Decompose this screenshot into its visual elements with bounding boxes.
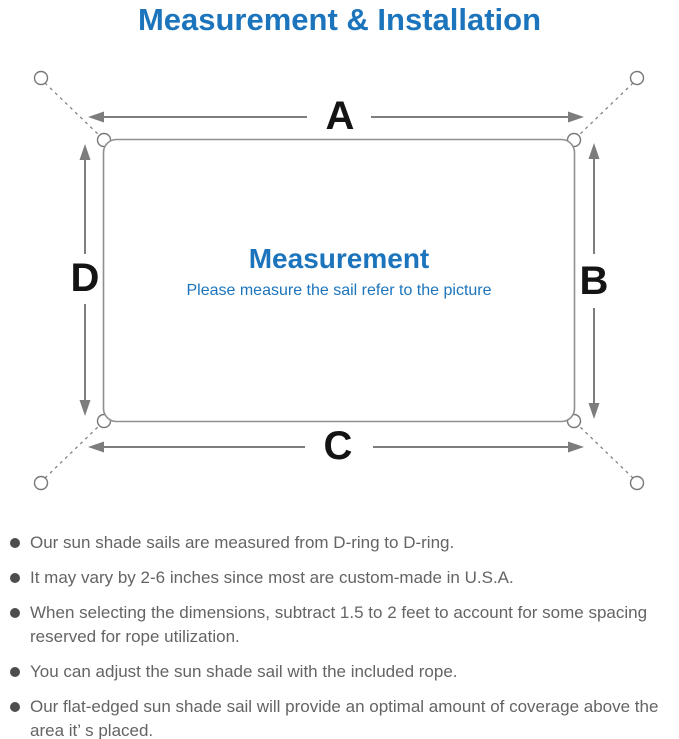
rope-line-bottom-left [44,422,103,479]
bullet-icon [10,702,20,712]
rope-line-top-left [44,82,103,139]
measurement-arrows [79,111,600,453]
sail-outline [102,138,576,423]
note-text: It may vary by 2-6 inches since most are… [30,568,514,587]
arrow-b-head-up-icon [588,143,600,159]
anchor-point-icon-top-right [629,70,645,86]
arrow-d-head-down-icon [79,400,91,416]
note-text: Our flat-edged sun shade sail will provi… [30,697,659,739]
arrow-a-head-left-icon [88,111,104,123]
bullet-icon [10,667,20,677]
list-item: It may vary by 2-6 inches since most are… [10,566,671,590]
arrow-b-head-down-icon [588,403,600,419]
list-item: When selecting the dimensions, subtract … [10,601,671,649]
anchor-point-icon-bottom-left [33,475,49,491]
dimension-label-d: D [70,256,100,300]
rope-line-bottom-right [575,422,634,479]
notes-list: Our sun shade sails are measured from D-… [10,531,671,739]
dimension-label-b: B [579,259,609,303]
page-title: Measurement & Installation [137,2,542,37]
arrow-c-head-right-icon [568,441,584,453]
anchor-point-icon-top-left [33,70,49,86]
bullet-icon [10,538,20,548]
note-text: When selecting the dimensions, subtract … [30,603,648,646]
dimension-label-a: A [325,94,355,138]
bullet-icon [10,608,20,618]
list-item: You can adjust the sun shade sail with t… [10,660,671,684]
list-item: Our flat-edged sun shade sail will provi… [10,695,671,739]
anchor-points [33,70,645,491]
bullet-icon [10,573,20,583]
measurement-heading: Measurement [248,243,430,274]
rope-line-top-right [575,82,634,139]
arrow-a-head-right-icon [568,111,584,123]
anchor-point-icon-bottom-right [629,475,645,491]
measurement-subtitle: Please measure the sail refer to the pic… [186,282,492,300]
note-text: You can adjust the sun shade sail with t… [30,662,458,681]
sail-center-caption: Measurement Please measure the sail refe… [103,243,575,300]
arrow-c-head-left-icon [88,441,104,453]
dimension-label-c: C [323,424,353,468]
note-text: Our sun shade sails are measured from D-… [30,533,455,552]
list-item: Our sun shade sails are measured from D-… [10,531,671,555]
arrow-d-head-up-icon [79,144,91,160]
